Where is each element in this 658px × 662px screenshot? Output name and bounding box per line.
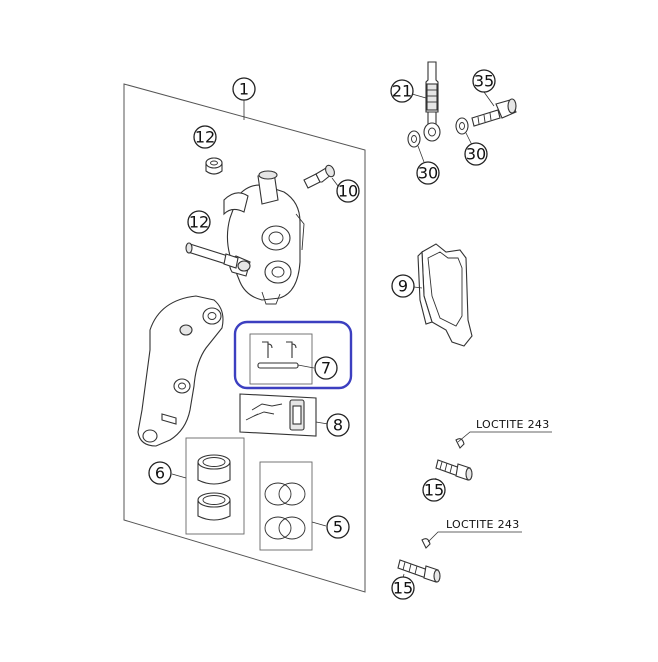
svg-text:35: 35 — [474, 72, 494, 91]
svg-text:12: 12 — [195, 128, 215, 147]
callout-12-upper[interactable]: 12 — [193, 125, 217, 149]
loctite-note-lower: LOCTITE 243 — [427, 518, 522, 543]
svg-text:LOCTITE 243: LOCTITE 243 — [446, 518, 520, 531]
svg-text:30: 30 — [418, 164, 438, 183]
callout-15-upper[interactable]: 15 — [422, 478, 446, 502]
callout-10[interactable]: 10 — [336, 179, 360, 203]
callout-12-lower[interactable]: 12 — [187, 210, 211, 234]
guide-pin-bolt-12 — [185, 242, 239, 269]
callout-30-left[interactable]: 30 — [416, 161, 440, 185]
pin-kit-7-frame — [249, 333, 313, 385]
svg-text:7: 7 — [321, 359, 331, 378]
svg-text:5: 5 — [333, 518, 343, 537]
svg-text:30: 30 — [466, 145, 486, 164]
callout-15-lower[interactable]: 15 — [391, 576, 415, 600]
loctite-note-upper: LOCTITE 243 — [457, 418, 552, 443]
callout-21[interactable]: 21 — [390, 79, 414, 103]
pad-spring-kit-8 — [239, 393, 329, 437]
callout-6[interactable]: 6 — [148, 461, 172, 485]
screw-15-upper — [433, 438, 473, 483]
callout-30-right[interactable]: 30 — [464, 142, 488, 166]
washer-30-right — [455, 117, 473, 146]
washer-30-left — [407, 130, 425, 163]
svg-text:1: 1 — [239, 80, 249, 99]
svg-text:15: 15 — [393, 579, 413, 598]
assembly-frame — [123, 83, 366, 593]
caliper-support-bracket — [137, 295, 224, 447]
pin-kit-7[interactable] — [249, 333, 315, 385]
brake-pads-9 — [413, 243, 473, 347]
callout-5[interactable]: 5 — [326, 515, 350, 539]
callout-1[interactable]: 1 — [232, 77, 256, 120]
callout-8[interactable]: 8 — [326, 413, 350, 437]
brake-line-21 — [411, 61, 441, 142]
svg-text:9: 9 — [398, 277, 408, 296]
callout-9[interactable]: 9 — [391, 274, 415, 298]
seal-kit-5 — [259, 461, 327, 551]
callout-7[interactable]: 7 — [314, 356, 338, 380]
piston-kit-6 — [171, 437, 245, 535]
svg-text:LOCTITE 243: LOCTITE 243 — [476, 418, 550, 431]
svg-text:6: 6 — [155, 464, 165, 483]
svg-text:8: 8 — [333, 416, 343, 435]
callout-35[interactable]: 35 — [472, 69, 496, 93]
screw-15-lower — [397, 538, 441, 583]
pin-sleeve-12 — [205, 157, 223, 175]
highlight-selection-box — [233, 320, 353, 390]
svg-text:21: 21 — [392, 82, 412, 101]
svg-text:10: 10 — [338, 182, 358, 201]
svg-text:12: 12 — [189, 213, 209, 232]
banjo-bolt-35 — [471, 91, 517, 127]
caliper-body — [223, 170, 305, 305]
bleeder-valve-10 — [303, 164, 339, 189]
svg-text:15: 15 — [424, 481, 444, 500]
